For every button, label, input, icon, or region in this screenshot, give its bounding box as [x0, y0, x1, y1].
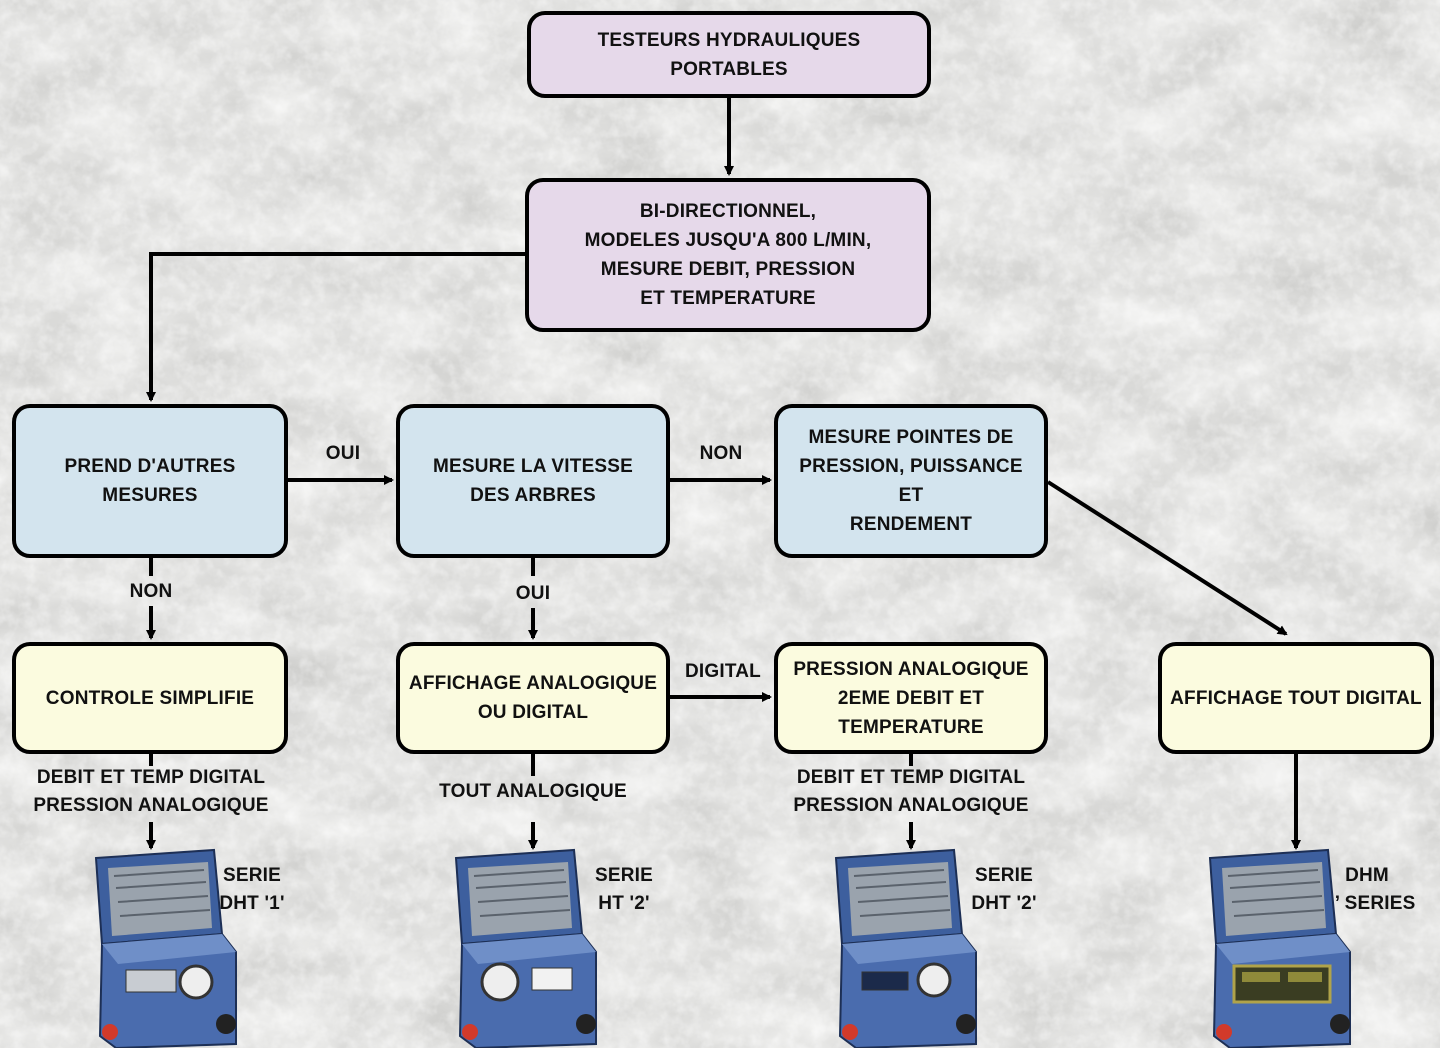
node-pointes-pression: MESURE POINTES DE PRESSION, PUISSANCE ET… — [774, 404, 1048, 558]
product-label-dht2: SERIE DHT '2' — [971, 865, 1037, 914]
node-affichage-analogique: AFFICHAGE ANALOGIQUE OU DIGITAL — [396, 642, 670, 754]
node-autres-mesures: PREND D'AUTRES MESURES — [12, 404, 288, 558]
node-vitesse-arbres: MESURE LA VITESSE DES ARBRES — [396, 404, 670, 558]
tester-device-image — [94, 848, 237, 1048]
edge-label-non: NON — [699, 443, 743, 464]
product-label-dht1: SERIE DHT '1' — [219, 865, 285, 914]
arrow-pointes-to-digital — [1046, 480, 1288, 636]
node-controle-simplifie: CONTROLE SIMPLIFIE — [12, 642, 288, 754]
edge-label-digital: DIGITAL — [685, 661, 761, 682]
tester-device-image — [834, 848, 977, 1048]
node-bidirectionnel: BI-DIRECTIONNEL, MODELES JUSQU'A 800 L/M… — [525, 178, 931, 332]
edge-label-oui: OUI — [515, 583, 551, 604]
product-label-ht2: SERIE HT '2' — [594, 865, 654, 914]
node-testeurs: TESTEURS HYDRAULIQUES PORTABLES — [527, 11, 931, 98]
edge-label-non: NON — [129, 581, 173, 602]
edge-label-debit-temp: DEBIT ET TEMP DIGITAL PRESSION ANALOGIQU… — [793, 767, 1029, 816]
edge-label-tout-analogique: TOUT ANALOGIQUE — [439, 781, 627, 802]
node-affichage-tout-digital: AFFICHAGE TOUT DIGITAL — [1158, 642, 1434, 754]
arrow-bidir-to-autres — [146, 252, 528, 402]
tester-device-image — [1208, 848, 1351, 1048]
tester-device-image — [454, 848, 597, 1048]
edge-label-oui: OUI — [325, 443, 361, 464]
edge-label-debit-temp: DEBIT ET TEMP DIGITAL PRESSION ANALOGIQU… — [33, 767, 269, 816]
node-pression-analogique: PRESSION ANALOGIQUE 2EME DEBIT ET TEMPER… — [774, 642, 1048, 754]
